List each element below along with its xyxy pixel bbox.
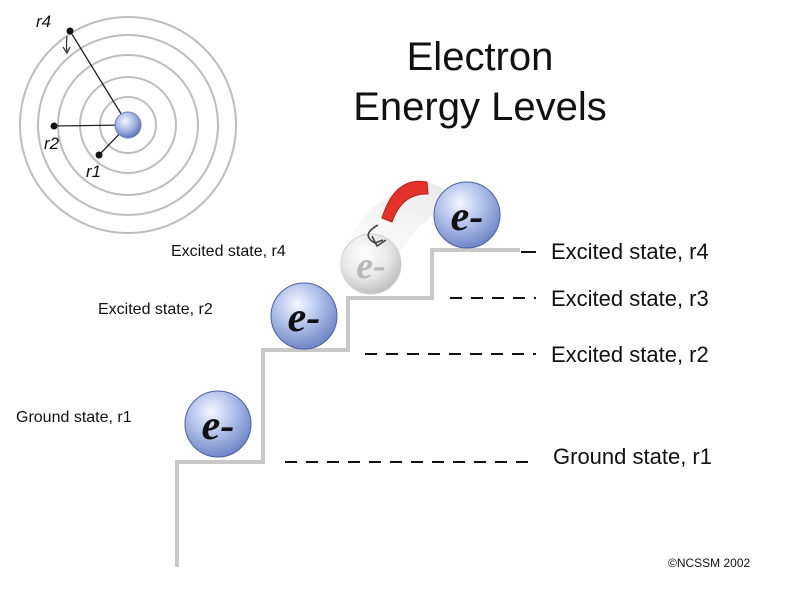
electron-r1-symbol: e-	[202, 403, 235, 449]
ghost-electron-symbol: e-	[356, 245, 386, 287]
step-label-excited-r2: Excited state, r2	[98, 301, 213, 318]
energy-staircase	[175, 248, 520, 567]
step-label-excited-r4: Excited state, r4	[171, 243, 286, 260]
title-line-1: Electron	[406, 35, 554, 79]
electron-dot-r1	[95, 151, 103, 159]
orbit-transition-arrow	[62, 35, 71, 55]
electron-dot-r4	[66, 27, 74, 35]
electron-r4: e-	[433, 181, 501, 249]
nucleus	[114, 111, 142, 139]
electron-r1: e-	[184, 390, 252, 458]
orbit-rings	[19, 16, 237, 234]
copyright-notice: ©NCSSM 2002	[668, 556, 751, 570]
orbit-label-r2: r2	[44, 134, 60, 153]
energy-level-lines	[285, 251, 536, 463]
orbit-electron-dots	[50, 27, 103, 159]
electron-r4-symbol: e-	[451, 194, 484, 240]
level-label-excited-r2: Excited state, r2	[551, 342, 709, 367]
orbit-ring-3	[57, 54, 199, 196]
level-label-excited-r3: Excited state, r3	[551, 286, 709, 311]
radius-line-r4	[69, 30, 129, 126]
step-label-ground-r1: Ground state, r1	[16, 409, 132, 426]
level-label-ground-r1: Ground state, r1	[553, 444, 712, 469]
electron-r2: e-	[270, 282, 338, 350]
orbit-ring-4	[37, 34, 219, 216]
title-line-2: Energy Levels	[353, 85, 607, 129]
orbit-label-r4: r4	[36, 12, 52, 31]
electron-dot-r2	[50, 122, 58, 130]
electron-r2-symbol: e-	[288, 295, 321, 341]
red-jump-arrow	[367, 180, 429, 248]
orbit-label-r1: r1	[86, 162, 102, 181]
level-label-excited-r4: Excited state, r4	[551, 239, 709, 264]
ghost-electron: e-	[340, 233, 402, 295]
orbit-ring-5	[19, 16, 237, 234]
